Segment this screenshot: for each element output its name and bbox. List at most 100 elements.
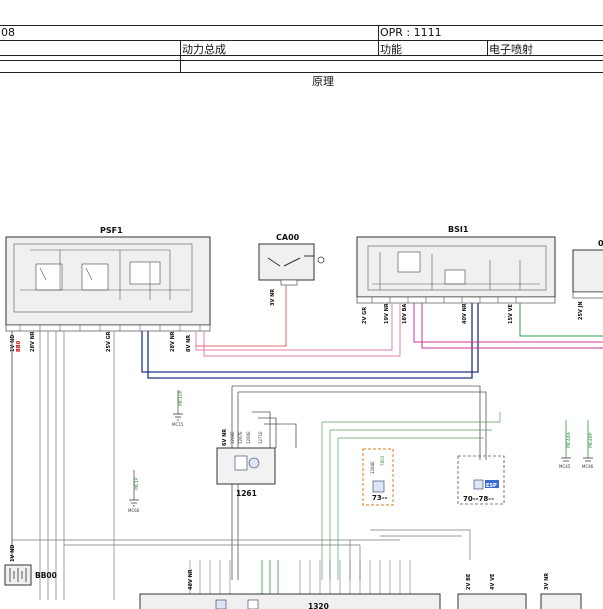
- wire-lower-verticals: [189, 560, 411, 594]
- ground-mc60: [129, 499, 139, 507]
- bb00-component: 1V ND BB00: [4, 545, 57, 586]
- wire-harness-a: [232, 385, 481, 460]
- psf1-relay-left: [35, 263, 63, 291]
- wire-green-1: [519, 303, 603, 337]
- right-partial-connector: [572, 291, 603, 299]
- bb00-battery-icon: [9, 568, 27, 582]
- ca00-key-icon: [317, 256, 325, 264]
- section-title: 原理: [312, 75, 334, 88]
- c1320-icon-2: [247, 599, 259, 609]
- ca00-wire-3v: 3V NR: [270, 289, 276, 306]
- right-partial-wire-25v: 25V JN: [578, 301, 584, 320]
- bsi1-wire-2v: 2V GR: [362, 307, 368, 324]
- c1320-icon-1: [215, 599, 227, 609]
- ca00-switch: [267, 255, 314, 267]
- psf1-wire-28v-b: 28V NR: [170, 331, 176, 352]
- bsi1-wire-19v: 19V NR: [384, 303, 390, 324]
- code-1260: 1260E: [246, 431, 251, 444]
- bsi1-wire-15v: 15V VE: [508, 304, 514, 324]
- right-partial-component: 0 25V JN: [572, 239, 603, 320]
- code-1271: 1271E: [258, 431, 263, 444]
- c1320-component: 1320 48V NR: [139, 569, 441, 609]
- bsi1-wire-40v: 40V NR: [462, 303, 468, 324]
- wire-pink-1: [195, 303, 393, 351]
- bottom-box-b: [540, 593, 582, 609]
- header-top-border: [0, 25, 603, 26]
- bottom-box-a: [457, 593, 527, 609]
- header-row-divider-2: [0, 55, 603, 56]
- code-mc15: MC15: [172, 422, 184, 427]
- bsi1-connector-strip: [356, 296, 556, 304]
- code-mc46: MC46: [582, 464, 594, 469]
- wire-navy-1: [141, 303, 479, 373]
- ca00-label: CA00: [276, 233, 300, 242]
- wire-magenta-2: [421, 303, 603, 349]
- psf1-component: PSF1: [5, 226, 211, 332]
- c70-78-icon: [473, 479, 484, 490]
- psf1-wire-8v: 8V NR: [186, 335, 192, 352]
- bsi1-component: BSI1: [356, 225, 556, 304]
- wire-green-grid: [321, 412, 501, 580]
- code-mc48p: MC48P: [588, 432, 594, 448]
- bsi1-pin-dividers: [371, 297, 517, 303]
- function-value: 电子喷射: [489, 43, 533, 56]
- code-1284: 1284E: [370, 461, 375, 474]
- c73-component: 1284E 7803 73--: [362, 448, 394, 506]
- psf1-wire-1v: 1V ND: [10, 335, 16, 352]
- psf1-pin-dividers: [19, 325, 201, 331]
- wire-harness-b: [238, 391, 487, 460]
- psf1-fuse-block: [129, 261, 161, 285]
- esp-badge-label: ESP: [486, 483, 497, 489]
- code-mc1p: MC1P: [134, 477, 140, 490]
- wire-green-lower: [261, 560, 279, 594]
- header-col-divider-1: [180, 40, 181, 72]
- bsi1-wire-18v: 18V BA: [402, 304, 408, 324]
- function-label: 功能: [380, 43, 402, 56]
- bb0-code-top: BB0: [16, 340, 22, 352]
- c1261-wire-6v: 6V NR: [222, 429, 228, 446]
- c1261-icon-1: [234, 455, 248, 471]
- c70-78-box: [457, 455, 505, 505]
- ground-mc46: [583, 457, 593, 462]
- ground-mc15: [173, 413, 183, 421]
- ca00-component: CA00 3V NR: [258, 233, 325, 306]
- wire-navy-2: [147, 303, 473, 379]
- bb00-wire-1v: 1V ND: [10, 545, 16, 562]
- c73-box: [362, 448, 394, 506]
- group-name: 动力总成: [182, 43, 226, 56]
- wire-pink-2: [203, 303, 401, 357]
- bottom-wire-3v: 3V NR: [544, 573, 550, 590]
- header-row-divider-3: [0, 60, 603, 61]
- psf1-internal-wiring: [20, 249, 190, 300]
- right-partial-box: [572, 249, 603, 293]
- c1261-component: 1261 6V NR 1266E 1267E 1260E 1271E: [216, 429, 276, 498]
- header-col-divider-3: [487, 40, 488, 55]
- wire-lower-bus: [12, 529, 471, 580]
- code-1267: 1267E: [238, 431, 243, 444]
- ca00-connector: [280, 279, 298, 286]
- code-mc60: MC60: [128, 508, 140, 513]
- bottom-wire-4v: 4V VE: [490, 573, 496, 590]
- bsi1-module: [444, 269, 466, 285]
- c1261-icon-2: [248, 457, 260, 469]
- opr-number: OPR : 1111: [380, 26, 442, 39]
- psf1-wire-25v: 25V GR: [106, 331, 112, 352]
- psf1-connector-strip: [5, 324, 211, 332]
- code-mc10p: MC10P: [178, 390, 184, 406]
- ca00-box: [258, 243, 315, 281]
- c73-icon: [372, 480, 385, 493]
- c73-label: 73--: [372, 494, 388, 502]
- psf1-relay-mid: [81, 263, 109, 291]
- esp-badge: [485, 480, 499, 488]
- ground-mc45: [561, 457, 571, 462]
- c1320-box: [139, 593, 441, 609]
- code-mc44a: MC44A: [566, 431, 572, 448]
- psf1-wire-28v: 28V NR: [30, 331, 36, 352]
- wires: [11, 285, 603, 600]
- psf1-wire-labels: 1V ND 28V NR 25V GR 28V NR 8V NR BB0: [10, 331, 192, 352]
- bsi1-wire-labels: 2V GR 19V NR 18V BA 40V NR 15V VE: [362, 303, 514, 324]
- c1320-wire-48v: 48V NR: [188, 569, 194, 590]
- bb00-label: BB00: [35, 571, 57, 580]
- header-bottom-border: [0, 72, 603, 73]
